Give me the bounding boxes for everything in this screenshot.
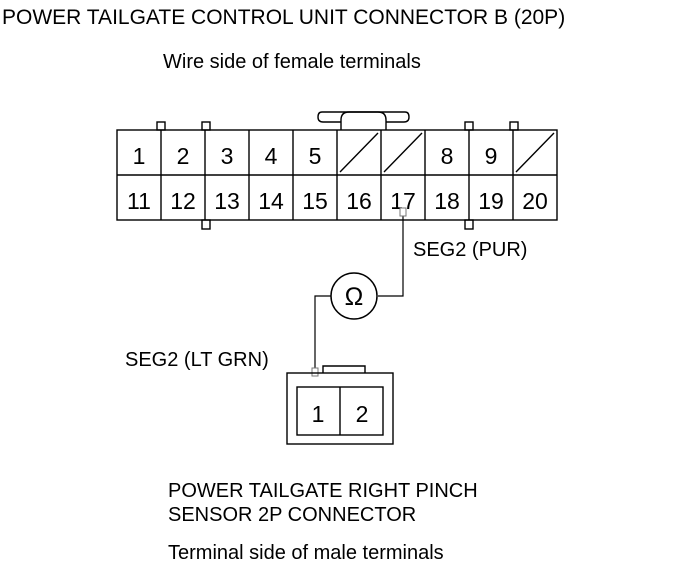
wire-label-pur: SEG2 (PUR) (413, 239, 528, 261)
terminal-14: 14 (258, 188, 284, 214)
terminal-18: 18 (434, 188, 460, 214)
blank-cavity (383, 132, 423, 173)
ohmmeter-icon (330, 272, 378, 320)
terminal-16: 16 (346, 188, 372, 214)
terminal-1: 1 (133, 143, 146, 169)
terminal-11: 11 (127, 188, 151, 214)
connector-b-key (464, 121, 474, 131)
blank-cavity (339, 132, 379, 173)
sensor-connector-name-line2: SENSOR 2P CONNECTOR (168, 504, 417, 526)
probe-tip-17 (399, 207, 407, 217)
connector-b-lock-tab (340, 111, 387, 130)
sensor-terminal-1: 1 (312, 401, 325, 427)
connector-b-key (201, 121, 211, 131)
terminal-12: 12 (170, 188, 196, 214)
connector-b-view-label: Wire side of female terminals (163, 51, 421, 73)
sensor-connector-lock-tab (322, 365, 366, 373)
sensor-connector-caption: POWER TAILGATE RIGHT PINCH SENSOR 2P CON… (168, 479, 478, 527)
terminal-8: 8 (441, 143, 454, 169)
terminal-15: 15 (302, 188, 328, 214)
connector-b-key (509, 121, 519, 131)
probe-tip-1 (311, 367, 319, 377)
wire-label-lt-grn: SEG2 (LT GRN) (125, 349, 269, 371)
connector-b-key (201, 219, 211, 230)
terminal-9: 9 (485, 143, 498, 169)
terminal-5: 5 (309, 143, 322, 169)
wire-pur (378, 212, 404, 297)
terminal-4: 4 (265, 143, 278, 169)
connector-b-key (156, 121, 166, 131)
terminal-13: 13 (214, 188, 240, 214)
sensor-connector-view-label: Terminal side of male terminals (168, 542, 444, 564)
terminal-20: 20 (522, 188, 548, 214)
connector-b-key (464, 219, 474, 230)
sensor-connector-outer (286, 372, 394, 445)
blank-cavity (515, 132, 555, 173)
wire-lt-grn (314, 295, 331, 370)
ohmmeter-symbol: Ω (345, 283, 364, 311)
terminal-3: 3 (221, 143, 234, 169)
diagram-title: POWER TAILGATE CONTROL UNIT CONNECTOR B … (2, 6, 566, 29)
sensor-connector-name-line1: POWER TAILGATE RIGHT PINCH (168, 480, 478, 502)
terminal-2: 2 (177, 143, 190, 169)
terminal-19: 19 (478, 188, 504, 214)
sensor-terminal-2: 2 (356, 401, 369, 427)
